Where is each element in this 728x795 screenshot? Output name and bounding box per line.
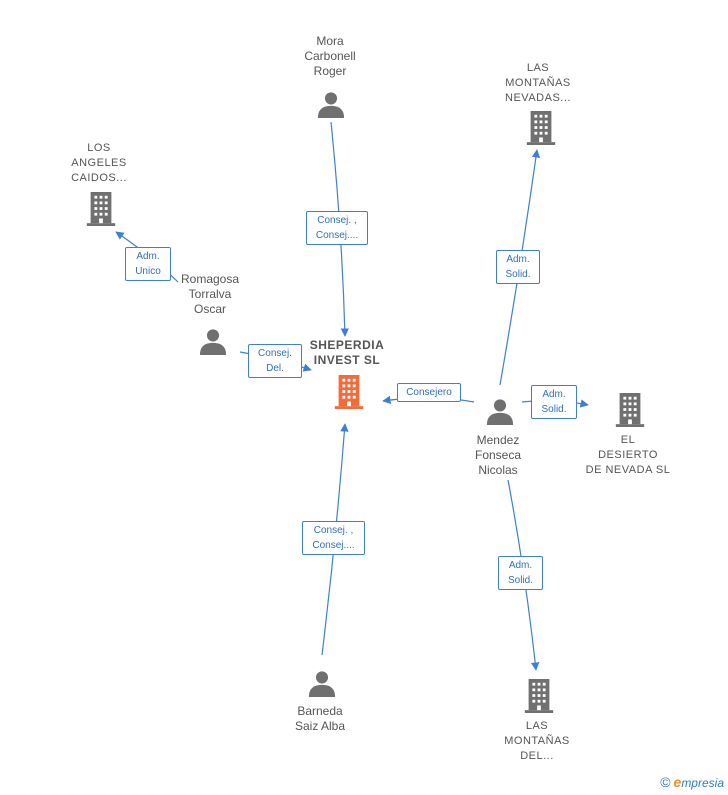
label-line: EL [620, 434, 636, 446]
edge-label-line: Consejero [406, 387, 452, 398]
node-label-montanas-nevadas[interactable]: LAS MONTAÑAS NEVADAS... [488, 61, 588, 106]
edge-label-line: Solid. [507, 575, 533, 586]
person-icon-mendez[interactable] [486, 399, 514, 425]
node-label-montanas-del[interactable]: LAS MONTAÑAS DEL... [487, 719, 587, 764]
label-line: DEL... [520, 750, 554, 762]
building-icon-montanas-del[interactable] [524, 679, 554, 713]
edge-label-line: Adm. [506, 254, 530, 265]
label-line: Mendez [476, 433, 520, 447]
label-line: LOS [87, 142, 111, 154]
label-line: Fonseca [474, 448, 522, 462]
label-line: Torralva [188, 287, 232, 301]
node-label-los-angeles[interactable]: LOS ANGELES CAIDOS... [49, 141, 149, 186]
edge-label-romagosa-losangeles[interactable]: Adm. Unico [125, 247, 171, 281]
label-line: Roger [313, 64, 347, 78]
edge-label-line: Unico [135, 266, 161, 277]
edge-label-mora-sheperdia[interactable]: Consej. , Consej.... [306, 211, 368, 245]
person-icon-barneda[interactable] [308, 671, 336, 697]
label-line: CAIDOS... [71, 172, 127, 184]
edge-label-line: Solid. [505, 269, 531, 280]
edge-label-mendez-sheperdia[interactable]: Consejero [397, 383, 461, 402]
edge-label-line: Solid. [541, 404, 567, 415]
node-label-mendez[interactable]: Mendez Fonseca Nicolas [448, 433, 548, 478]
label-line: MONTAÑAS [504, 735, 570, 747]
edge-label-line: Consej.... [312, 540, 355, 551]
brand-logo-text: mpresia [681, 776, 724, 790]
edge-label-line: Consej.... [315, 230, 359, 241]
edge-label-line: Consej. , [313, 525, 354, 536]
person-icon-mora[interactable] [317, 92, 345, 118]
building-icon-los-angeles[interactable] [86, 192, 116, 226]
label-line: INVEST SL [313, 353, 381, 367]
building-icon-desierto[interactable] [615, 393, 645, 427]
node-label-mora[interactable]: Mora Carbonell Roger [280, 34, 380, 79]
label-line: Romagosa [180, 272, 240, 286]
label-line: LAS [526, 62, 550, 74]
label-line: DE NEVADA SL [585, 464, 671, 476]
label-line: Barneda [297, 704, 343, 718]
node-label-barneda[interactable]: Barneda Saiz Alba [270, 704, 370, 734]
label-line: DESIERTO [598, 449, 658, 461]
brand-logo-letter: e [673, 774, 682, 790]
node-label-sheperdia[interactable]: SHEPERDIA INVEST SL [297, 338, 397, 368]
label-line: SHEPERDIA [309, 338, 385, 352]
building-icon-montanas-nevadas[interactable] [526, 111, 556, 145]
edge-label-line: Del. [266, 363, 284, 374]
edge-label-barneda-sheperdia[interactable]: Consej. , Consej.... [302, 521, 365, 555]
edge-label-line: Consej. , [317, 215, 357, 226]
edge-label-romagosa-sheperdia[interactable]: Consej. Del. [248, 344, 302, 378]
label-line: ANGELES [71, 157, 127, 169]
edge-label-line: Adm. [542, 389, 566, 400]
label-line: Carbonell [304, 49, 356, 63]
empresia-watermark: ©empresia [660, 774, 724, 790]
node-label-desierto[interactable]: EL DESIERTO DE NEVADA SL [573, 433, 683, 478]
edge-label-line: Adm. [136, 251, 160, 262]
node-label-romagosa[interactable]: Romagosa Torralva Oscar [160, 272, 260, 317]
label-line: LAS [525, 720, 549, 732]
label-line: NEVADAS... [505, 92, 571, 104]
edge-label-line: Consej. [258, 348, 292, 359]
label-line: Nicolas [478, 463, 518, 477]
copyright-icon: © [660, 774, 671, 790]
building-icon-sheperdia[interactable] [334, 375, 364, 409]
label-line: MONTAÑAS [505, 77, 571, 89]
edge-label-mendez-montanas-del[interactable]: Adm. Solid. [498, 556, 543, 590]
label-line: Saiz Alba [294, 719, 346, 733]
person-icon-romagosa[interactable] [199, 329, 227, 355]
label-line: Mora [316, 34, 344, 48]
label-line: Oscar [193, 302, 226, 316]
edge-label-line: Adm. [508, 560, 533, 571]
edge-label-mendez-montanas-nevadas[interactable]: Adm. Solid. [496, 250, 540, 284]
edge-label-mendez-desierto[interactable]: Adm. Solid. [531, 385, 577, 419]
